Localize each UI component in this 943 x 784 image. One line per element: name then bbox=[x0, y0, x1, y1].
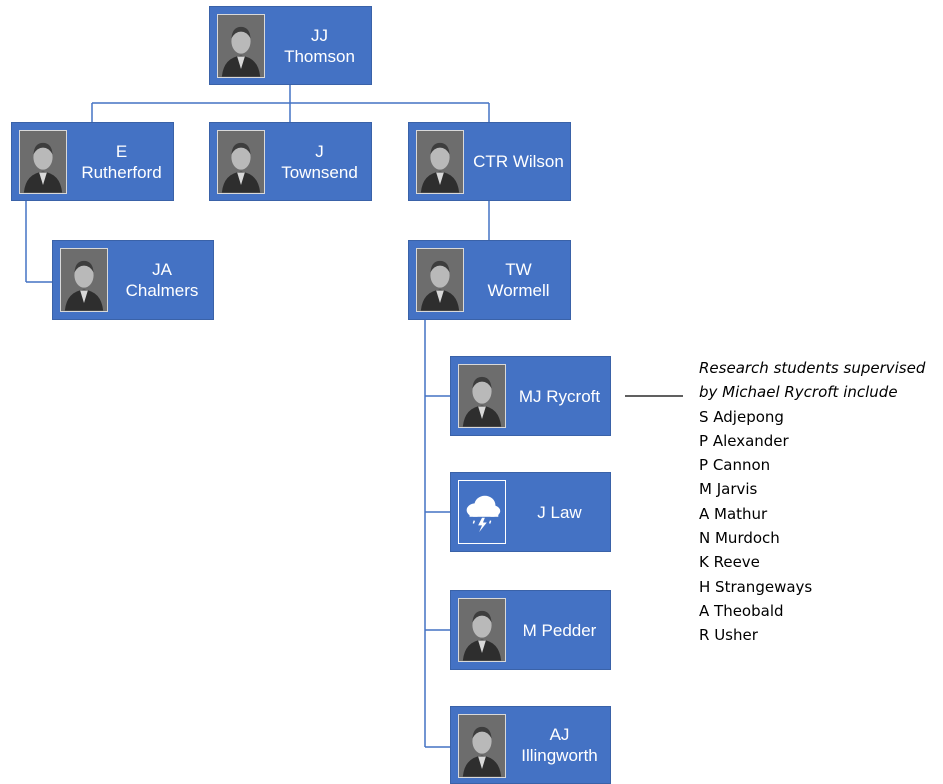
node-label-rutherford: E Rutherford bbox=[70, 123, 173, 200]
node-name-line2: Chalmers bbox=[125, 281, 199, 300]
node-name-line2: Thomson bbox=[284, 46, 355, 66]
node-name-line1: M Pedder bbox=[522, 620, 597, 640]
node-name-line2: Illingworth bbox=[521, 746, 598, 765]
node-label-chalmers: JA Chalmers bbox=[111, 241, 213, 319]
portrait-photo-wilson bbox=[416, 130, 464, 194]
node-label-law: J Law bbox=[509, 473, 610, 551]
student-name: A Mathur bbox=[699, 504, 768, 523]
note-intro-line1: Research students supervised bbox=[699, 359, 926, 377]
student-name: P Alexander bbox=[699, 431, 789, 450]
node-chalmers: JA Chalmers bbox=[52, 240, 214, 320]
portrait-photo-thomson bbox=[217, 14, 265, 78]
node-label-wilson: CTR Wilson bbox=[467, 123, 570, 200]
node-label-illingworth: AJ Illingworth bbox=[509, 707, 610, 783]
node-wormell: TW Wormell bbox=[408, 240, 571, 320]
node-name-line1: CTR Wilson bbox=[473, 152, 564, 171]
node-name-line2: Townsend bbox=[281, 162, 358, 182]
portrait-photo-illingworth bbox=[458, 714, 506, 778]
node-name-line1: E bbox=[115, 141, 128, 161]
node-name-line1: AJ bbox=[549, 725, 570, 744]
student-name: S Adjepong bbox=[699, 407, 784, 426]
note-intro-line2: by Michael Rycroft include bbox=[699, 383, 898, 402]
node-name-line1: MJ Rycroft bbox=[518, 386, 601, 406]
node-law: J Law bbox=[450, 472, 611, 552]
storm-cloud-icon bbox=[458, 480, 506, 544]
node-wilson: CTR Wilson bbox=[408, 122, 571, 201]
node-name-line1: J Law bbox=[537, 502, 582, 522]
node-label-thomson: JJ Thomson bbox=[268, 7, 371, 84]
node-rutherford: E Rutherford bbox=[11, 122, 174, 201]
student-name: A Theobald bbox=[699, 601, 784, 620]
portrait-photo-chalmers bbox=[60, 248, 108, 312]
student-name: P Cannon bbox=[699, 456, 771, 475]
student-name: K Reeve bbox=[699, 553, 760, 572]
node-label-pedder: M Pedder bbox=[509, 591, 610, 669]
student-name: M Jarvis bbox=[699, 480, 758, 499]
student-name: H Strangeways bbox=[699, 577, 813, 596]
node-name-line1: JJ bbox=[311, 25, 328, 45]
student-name: N Murdoch bbox=[699, 529, 780, 548]
node-name-line1: J bbox=[315, 141, 324, 161]
student-name: R Usher bbox=[699, 626, 758, 645]
portrait-photo-wormell bbox=[416, 248, 464, 312]
portrait-photo-rutherford bbox=[19, 130, 67, 194]
node-townsend: J Townsend bbox=[209, 122, 372, 201]
portrait-photo-rycroft bbox=[458, 364, 506, 428]
node-label-wormell: TW Wormell bbox=[467, 241, 570, 319]
node-name-line1: JA bbox=[152, 260, 172, 279]
portrait-photo-townsend bbox=[217, 130, 265, 194]
node-thomson: JJ Thomson bbox=[209, 6, 372, 85]
node-rycroft: MJ Rycroft bbox=[450, 356, 611, 436]
node-pedder: M Pedder bbox=[450, 590, 611, 670]
node-name-line1: TW bbox=[505, 260, 532, 279]
node-illingworth: AJ Illingworth bbox=[450, 706, 611, 784]
node-name-line2: Wormell bbox=[487, 281, 550, 300]
node-label-rycroft: MJ Rycroft bbox=[509, 357, 610, 435]
portrait-photo-pedder bbox=[458, 598, 506, 662]
research-students-note: Research students supervised by Michael … bbox=[699, 356, 925, 648]
node-name-line2: Rutherford bbox=[81, 162, 162, 182]
student-list: S Adjepong P Alexander P Cannon M Jarvis… bbox=[699, 405, 925, 648]
node-label-townsend: J Townsend bbox=[268, 123, 371, 200]
